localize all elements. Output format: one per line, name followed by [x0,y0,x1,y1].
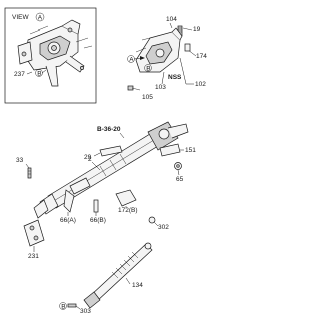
part-19-label: 19 [193,26,201,33]
part-134-shaft [83,242,153,309]
part-174-clip [184,43,191,52]
part-231-plate [23,219,45,247]
part-237-label: 237 [14,71,25,78]
part-104-label: 104 [166,16,177,23]
part-151-label: 151 [185,147,196,154]
view-a-inset: VIEW A 237 B [4,7,97,104]
view-marker: A [38,14,43,21]
part-66b-bolt [93,199,99,213]
part-29-label: 29 [84,154,92,161]
reference-code: B-36-20 [97,126,121,133]
part-303-bolt [67,303,77,308]
part-102-label: 102 [195,81,206,88]
callout-b-main: B [146,65,150,72]
part-172b-bracket [115,189,137,207]
part-231-label: 231 [28,253,39,260]
part-302-bolt [148,216,156,224]
part-66b-label: 66(B) [90,217,106,224]
callout-b-inset: B [37,70,41,77]
part-33-screw [27,167,32,179]
part-33-label: 33 [16,157,24,164]
part-172b-label: 172(B) [118,207,138,214]
part-65-bolt [174,162,182,170]
part-66a-label: 66(A) [60,217,76,224]
part-103-bracket [135,27,183,73]
part-65-label: 65 [176,176,184,183]
part-105-bolt [127,85,141,91]
callout-b-bottom: B [61,303,65,310]
part-174-label: 174 [196,53,207,60]
part-103-label: 103 [155,84,166,91]
part-134-label: 134 [132,282,143,289]
callout-a: A [129,56,134,63]
nss-label: NSS [168,74,182,81]
part-302-label: 302 [158,224,169,231]
view-title: VIEW [12,14,29,21]
part-151-plate [159,143,181,157]
view-a-bracket-drawing [17,19,93,87]
part-2-label: 2 [88,156,92,163]
part-303-label: 303 [80,308,91,315]
part-29-bracket [99,145,123,157]
part-105-label: 105 [142,94,153,101]
part-2-steering-column [33,121,189,219]
part-66a-bolt [63,189,75,213]
parts-diagram: VIEW A 237 B 104 19 [4,7,207,315]
upper-bracket-area: 104 19 174 A B NSS 103 102 [127,16,207,101]
